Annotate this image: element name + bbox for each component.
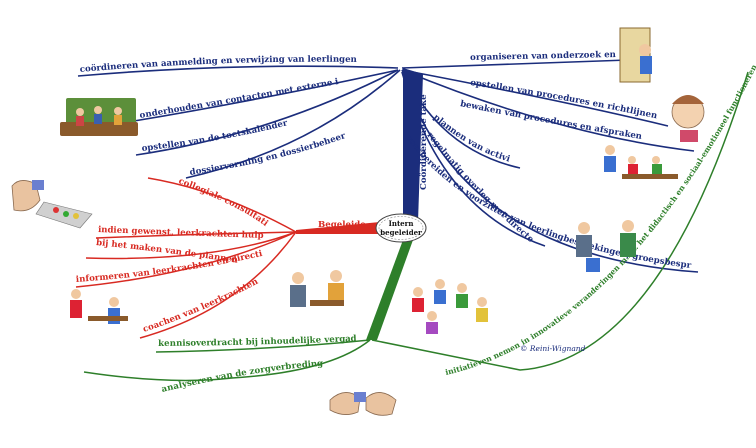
category-innovating: Innoverende taken: [372, 245, 410, 335]
branch-line: [139, 231, 297, 339]
branch-line: [83, 339, 371, 382]
central-node-line1: Intern: [389, 219, 414, 228]
branch-line: [77, 65, 399, 77]
branch-line: [135, 69, 399, 156]
innovating-task-2: analyseren van de zorgverbreding: [161, 359, 324, 395]
branch-line: [401, 69, 669, 127]
teacher-group-clipart: [604, 145, 678, 179]
branch-line: [155, 339, 371, 353]
cheering-kids-clipart: [412, 279, 488, 334]
coordinating-task-3: opstellen van de toetskalender: [141, 118, 289, 154]
credit-text: © Reini-Wignand: [520, 344, 586, 353]
branch-line: [401, 59, 629, 69]
trunk-coordinating: [403, 68, 423, 222]
supporting-branches: [75, 177, 297, 339]
branch-line: [75, 231, 297, 288]
supporting-task-4: coachen van leerkrachten: [142, 276, 261, 334]
coordinating-task-5: organiseren van onderzoek en hulp: [0, 0, 619, 63]
branch-line: [85, 231, 297, 260]
puzzle-hand-clipart: [11, 180, 93, 229]
branch-line: [95, 231, 297, 239]
classroom-clipart: [60, 98, 138, 136]
puzzle-hands-clipart: [329, 392, 397, 416]
branch-line: [401, 69, 695, 152]
directors-talk-clipart: [576, 220, 636, 272]
door-visitor-clipart: [619, 27, 652, 83]
branch-line: [185, 69, 401, 179]
category-supporting: Begeleidende taken: [0, 0, 366, 230]
innovating-branches: [83, 71, 749, 382]
branch-line: [371, 71, 749, 371]
branch-line: [147, 177, 297, 233]
central-node-line2: begeleider: [380, 228, 422, 237]
central-node: Intern begeleider: [375, 213, 427, 243]
kids-studying-clipart: [70, 289, 128, 324]
teachers-meeting-clipart: [290, 270, 344, 307]
trunk-supporting: [296, 222, 380, 234]
branch-line: [133, 69, 399, 122]
worried-person-clipart: [671, 95, 705, 142]
category-coordinating: Coördinerende taken: [0, 0, 429, 190]
trunk-innovating: [366, 240, 413, 340]
coordinating-branches: [77, 59, 699, 273]
